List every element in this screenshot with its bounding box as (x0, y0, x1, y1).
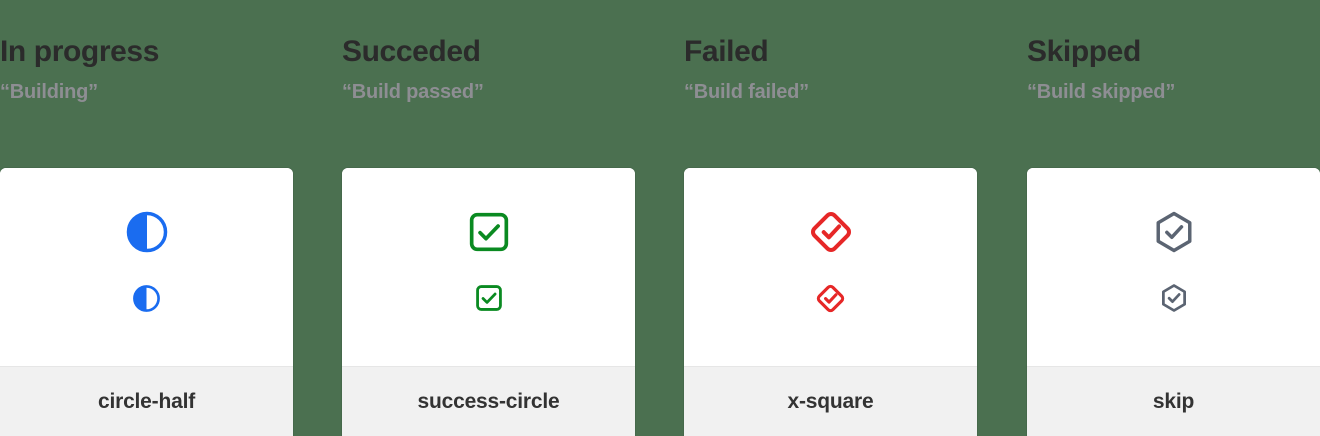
skip-icon-large (1150, 208, 1198, 256)
icon-card-success-circle[interactable]: success-circle (342, 168, 635, 436)
icon-card-footer: success-circle (342, 366, 635, 436)
icon-card-body (684, 168, 977, 366)
icon-card-skip[interactable]: skip (1027, 168, 1320, 436)
icon-name-label: circle-half (97, 389, 195, 413)
icon-card-footer: skip (1027, 366, 1320, 436)
column-header-succeded: Succeded “Build passed” (340, 0, 680, 168)
skip-icon-small (1158, 282, 1190, 314)
column-header-failed: Failed “Build failed” (680, 0, 1020, 168)
column-subtitle: “Build skipped” (1027, 80, 1176, 103)
icon-card-circle-half[interactable]: circle-half (0, 168, 293, 436)
status-column-succeded: Succeded “Build passed” (340, 0, 680, 436)
icon-name-label: success-circle (417, 389, 560, 413)
success-circle-icon-small (473, 282, 505, 314)
column-subtitle: “Build passed” (342, 80, 484, 103)
icon-card-footer: circle-half (0, 366, 293, 436)
x-square-icon-large (807, 208, 855, 256)
status-column-skipped: Skipped “Build skipped” (1020, 0, 1320, 436)
icon-card-x-square[interactable]: x-square (684, 168, 977, 436)
column-title: Succeded (342, 35, 481, 68)
circle-half-icon-small (131, 282, 163, 314)
column-title: Skipped (1027, 35, 1141, 68)
circle-half-icon-large (123, 208, 171, 256)
icon-card-body (1027, 168, 1320, 366)
column-subtitle: “Build failed” (684, 80, 809, 103)
x-square-icon-small (815, 282, 847, 314)
success-circle-icon-large (465, 208, 513, 256)
icon-card-body (342, 168, 635, 366)
column-title: In progress (0, 35, 159, 68)
status-column-in-progress: In progress “Building” (0, 0, 340, 436)
column-header-skipped: Skipped “Build skipped” (1020, 0, 1320, 168)
status-column-failed: Failed “Build failed” (680, 0, 1020, 436)
icon-name-label: x-square (787, 389, 874, 413)
column-title: Failed (684, 35, 769, 68)
column-subtitle: “Building” (0, 80, 98, 103)
icon-card-footer: x-square (684, 366, 977, 436)
column-header-in-progress: In progress “Building” (0, 0, 340, 168)
icon-name-label: skip (1152, 389, 1195, 413)
icon-card-body (0, 168, 293, 366)
